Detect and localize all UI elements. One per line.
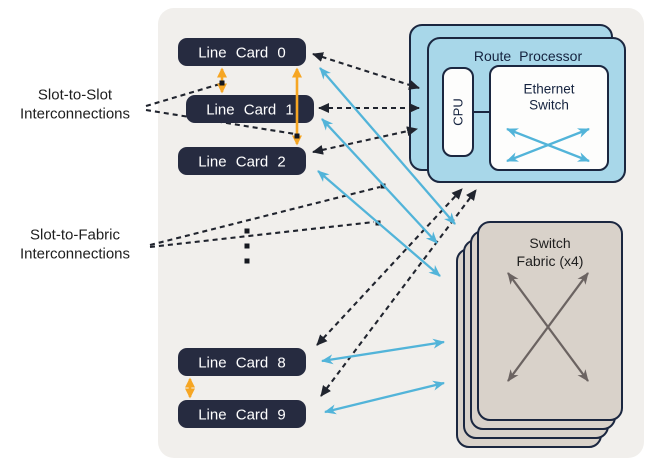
route-processor-group: Route Processor CPU Ethernet Switch [409, 24, 626, 183]
dashed-arrow-lc9-route-processor [320, 189, 477, 397]
line-card-0-box [178, 38, 306, 66]
line-card-0-label: Line Card 0 [198, 45, 286, 62]
line-card-8-label: Line Card 8 [198, 355, 286, 372]
route-processor-title: Route Processor [474, 48, 583, 64]
switch-fabric-card-1 [477, 221, 623, 421]
ethernet-switch-crossbar-icon [506, 127, 590, 163]
switch-fabric-crossbar-icon [507, 272, 589, 382]
line-card-8-box [178, 348, 306, 376]
fabric-arrow-lc9 [324, 380, 445, 415]
slot-to-fabric-label: Slot-to-Fabric Interconnections [20, 227, 130, 263]
line-card-2-box [178, 147, 306, 175]
ethernet-switch-label-line2: Switch [529, 98, 569, 113]
leader-dot-2 [294, 133, 300, 139]
ethernet-switch-label-line1: Ethernet [523, 82, 574, 97]
slot-to-slot-leader-line-1 [145, 82, 221, 108]
switch-fabric-title-line2: Fabric (x4) [517, 253, 584, 269]
cpu-label: CPU [451, 98, 466, 125]
line-card-1-box [186, 95, 314, 123]
switch-fabric-group: Switch Fabric (x4) [456, 221, 623, 448]
line-card-9-box [178, 400, 306, 428]
slot-to-slot-label-line2: Interconnections [20, 106, 130, 123]
slot-to-fabric-leader-line-1 [149, 185, 381, 247]
fabric-arrow-lc8 [321, 338, 445, 365]
slot-to-slot-label: Slot-to-Slot Interconnections [20, 87, 130, 123]
fabric-arrow-lc2 [317, 170, 441, 277]
slot-to-slot-label-line1: Slot-to-Slot [38, 87, 113, 104]
more-cards-ellipsis [244, 228, 250, 264]
leader-dot-1 [219, 80, 225, 86]
line-card-1-label: Line Card 1 [206, 102, 294, 119]
switch-fabric-title-line1: Switch [529, 235, 570, 251]
line-card-2-label: Line Card 2 [198, 154, 286, 171]
line-card-group: Line Card 0 Line Card 1 Line Card 2 Line… [178, 38, 314, 428]
line-card-9-label: Line Card 9 [198, 407, 286, 424]
slot-to-fabric-label-line1: Slot-to-Fabric [30, 227, 121, 244]
slot-to-fabric-leader-line-2 [149, 220, 375, 249]
slot-to-fabric-label-line2: Interconnections [20, 246, 130, 263]
